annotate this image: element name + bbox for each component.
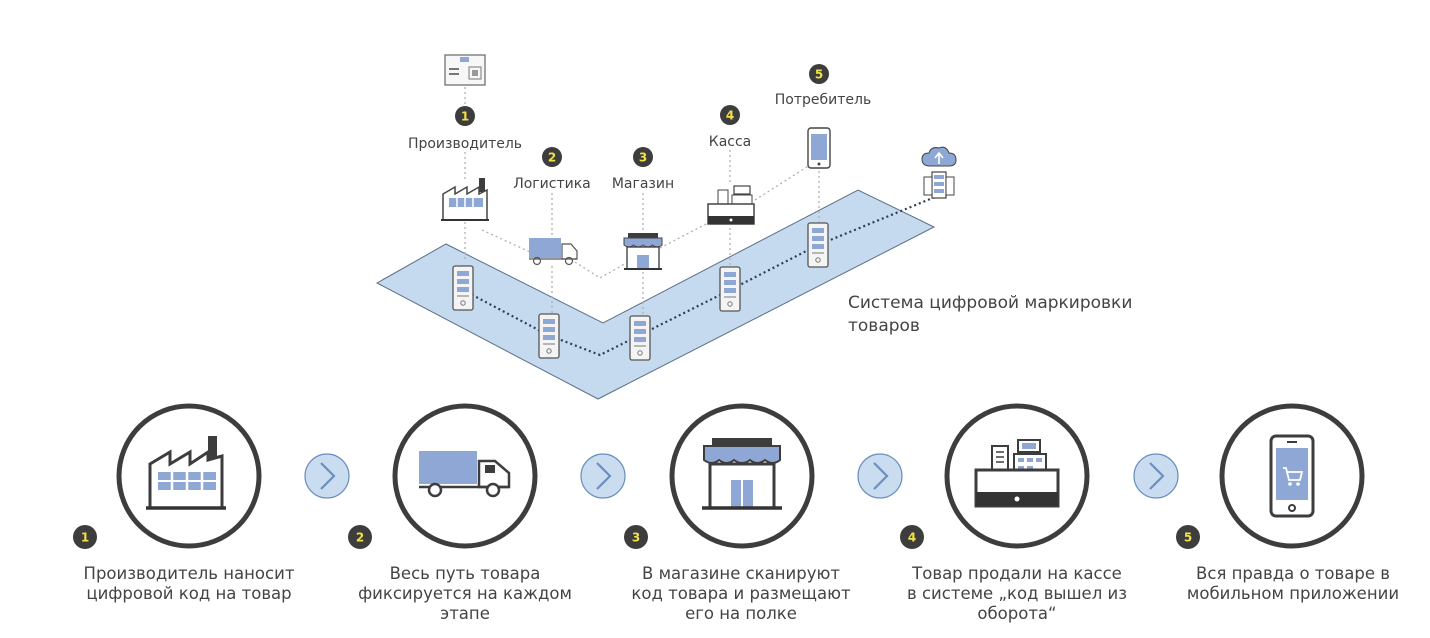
node-number: 2	[548, 151, 556, 165]
step-badge-1: 1	[73, 525, 97, 549]
next-arrow-icon	[1133, 453, 1179, 499]
step-4-text: Товар продали на кассе в системе „код вы…	[907, 564, 1127, 623]
map-node-1: 1 Производитель	[408, 106, 522, 152]
step-number: 1	[81, 531, 89, 545]
step-number: 3	[632, 531, 640, 545]
truck-icon	[529, 238, 578, 266]
map-node-2: 2 Логистика	[513, 147, 591, 192]
store-icon	[623, 233, 663, 270]
node-number: 1	[461, 110, 469, 124]
step-badge-5: 5	[1176, 525, 1200, 549]
top-map: 1 Производитель 2 Логистика 3 Магазин 4 …	[375, 54, 1132, 400]
step-2	[392, 403, 538, 549]
factory-icon	[441, 178, 489, 221]
connector-lines	[464, 77, 820, 316]
next-arrow-icon	[580, 453, 626, 499]
node-number: 4	[726, 109, 734, 123]
step-4	[944, 403, 1090, 549]
step-1	[116, 403, 262, 549]
cash-register-icon	[707, 185, 755, 225]
system-label-line1: Система цифровой маркировки	[848, 293, 1132, 313]
node-number: 5	[815, 68, 823, 82]
step-number: 2	[356, 531, 364, 545]
step-5-text: Вся правда о товаре в мобильном приложен…	[1186, 564, 1400, 603]
map-node-4: 4 Касса	[709, 105, 752, 150]
cash-register-icon	[974, 439, 1060, 508]
node-number: 3	[639, 151, 647, 165]
step-3	[669, 403, 815, 549]
map-node-5: 5 Потребитель	[775, 64, 871, 108]
node-label: Логистика	[513, 176, 591, 192]
system-label-line2: товаров	[848, 316, 920, 336]
server-icon	[452, 265, 474, 311]
step-1-text: Производитель наносит цифровой код на то…	[83, 564, 295, 603]
step-5	[1219, 403, 1365, 549]
server-icon	[538, 313, 560, 359]
step-number: 5	[1184, 531, 1192, 545]
smartphone-icon	[1269, 434, 1315, 518]
node-label: Магазин	[612, 176, 674, 192]
step-badge-4: 4	[900, 525, 924, 549]
steps-row: 1 2 3 4 5	[73, 403, 1365, 549]
step-number: 4	[908, 531, 916, 545]
node-label: Касса	[709, 134, 752, 150]
factory-icon	[146, 436, 226, 510]
product-label-icon	[444, 54, 486, 86]
truck-icon	[419, 451, 511, 498]
server-icon	[629, 315, 651, 361]
step-3-text: В магазине сканируют код товара и размещ…	[631, 564, 851, 623]
map-node-3: 3 Магазин	[612, 147, 674, 192]
node-label: Потребитель	[775, 92, 871, 108]
step-badge-2: 2	[348, 525, 372, 549]
marking-system-band	[375, 189, 936, 400]
smartphone-icon	[807, 127, 831, 169]
server-icon	[807, 222, 829, 268]
cloud-server-icon	[921, 146, 957, 199]
store-icon	[702, 438, 782, 510]
next-arrow-icon	[857, 453, 903, 499]
step-2-text: Весь путь товара фиксируется на каждом э…	[358, 564, 572, 623]
node-label: Производитель	[408, 136, 522, 152]
next-arrow-icon	[304, 453, 350, 499]
step-badge-3: 3	[624, 525, 648, 549]
server-icon	[719, 266, 741, 312]
